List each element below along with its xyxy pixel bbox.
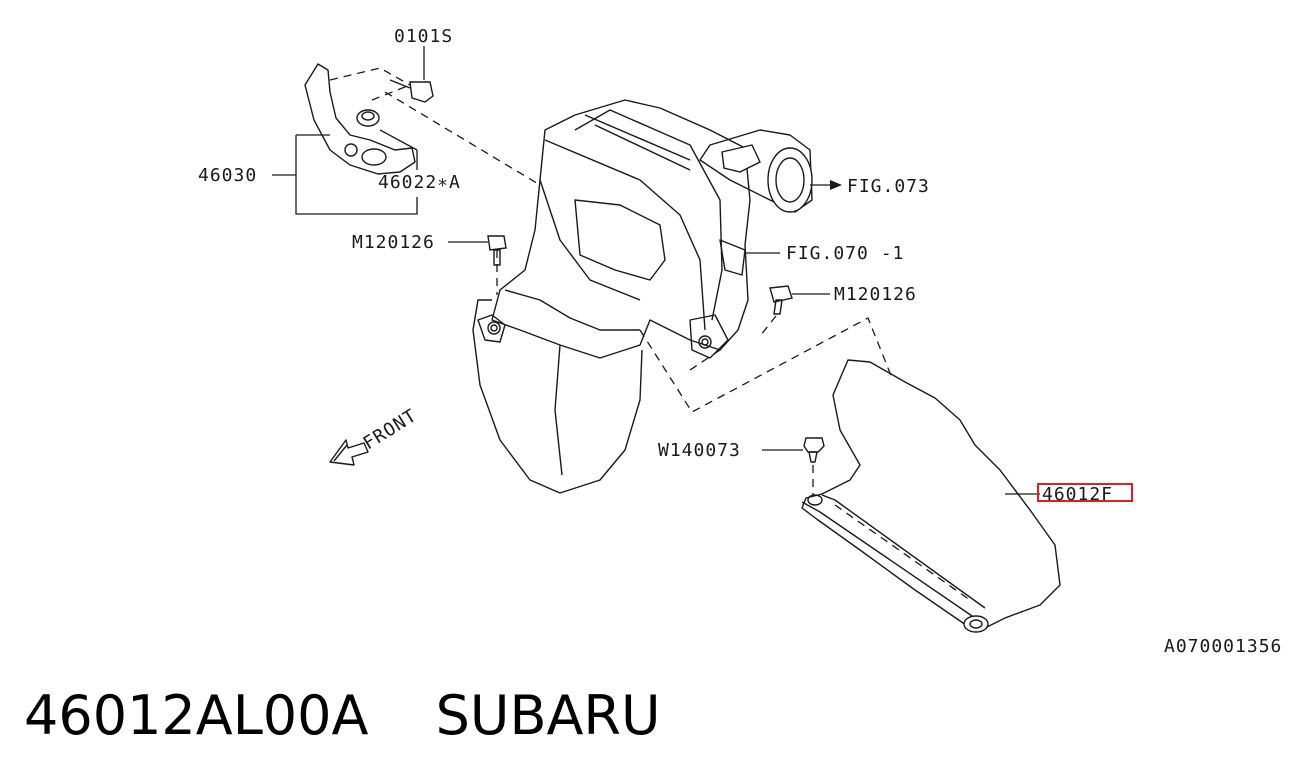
parts-diagram: 0101S 46030 46022∗A M120126 FIG.073 FIG.… xyxy=(198,26,1282,657)
front-arrow-icon xyxy=(329,439,369,466)
caption: 46012AL00A SUBARU xyxy=(24,684,660,754)
bolt-m120126-right xyxy=(759,285,830,337)
duct-46012f xyxy=(801,359,1061,633)
brand-name: SUBARU xyxy=(435,684,661,747)
clip-w140073 xyxy=(762,437,825,495)
label-46030: 46030 xyxy=(198,165,257,186)
label-46022a: 46022∗A xyxy=(378,172,461,193)
label-w140073: W140073 xyxy=(658,440,741,461)
bolt-0101s xyxy=(389,46,434,103)
part-number: 46012AL00A xyxy=(24,684,369,747)
bracket-46030 xyxy=(304,63,416,175)
label-46012f: 46012F xyxy=(1042,484,1113,505)
label-front: FRONT xyxy=(360,405,421,454)
bolt-m120126-left xyxy=(448,235,507,295)
label-fig070: FIG.070 -1 xyxy=(786,243,904,264)
air-cleaner-lower-case xyxy=(472,299,643,494)
callout-46030 xyxy=(272,134,418,215)
arrow-fig073 xyxy=(810,180,842,190)
highlight-box-46012f xyxy=(1037,483,1133,502)
label-ref-code: A070001356 xyxy=(1164,636,1282,657)
label-m120126-left: M120126 xyxy=(352,232,435,253)
air-cleaner-case xyxy=(491,99,813,359)
label-fig073: FIG.073 xyxy=(847,176,930,197)
label-0101s: 0101S xyxy=(394,26,453,47)
label-m120126-right: M120126 xyxy=(834,284,917,305)
